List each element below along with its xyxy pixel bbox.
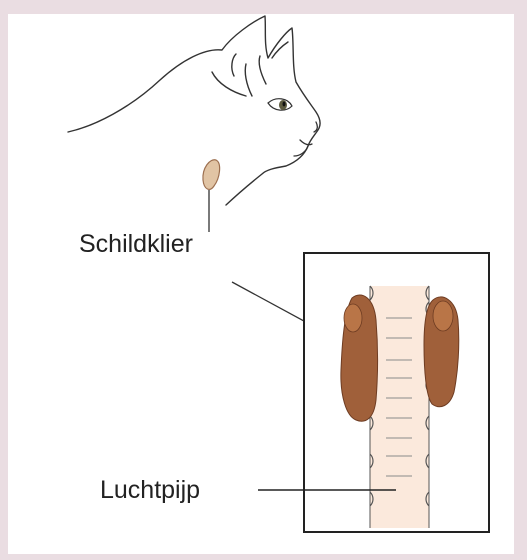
thyroid-lobe-right bbox=[424, 297, 459, 407]
trachea-label: Luchtpijp bbox=[100, 478, 200, 503]
cat-nose bbox=[294, 122, 317, 156]
thyroid-label: Schildklier bbox=[79, 232, 193, 257]
thyroid-on-neck bbox=[203, 160, 220, 232]
thyroid-lobe-left bbox=[341, 295, 378, 421]
cat-eye bbox=[268, 99, 292, 110]
trachea bbox=[370, 286, 429, 528]
